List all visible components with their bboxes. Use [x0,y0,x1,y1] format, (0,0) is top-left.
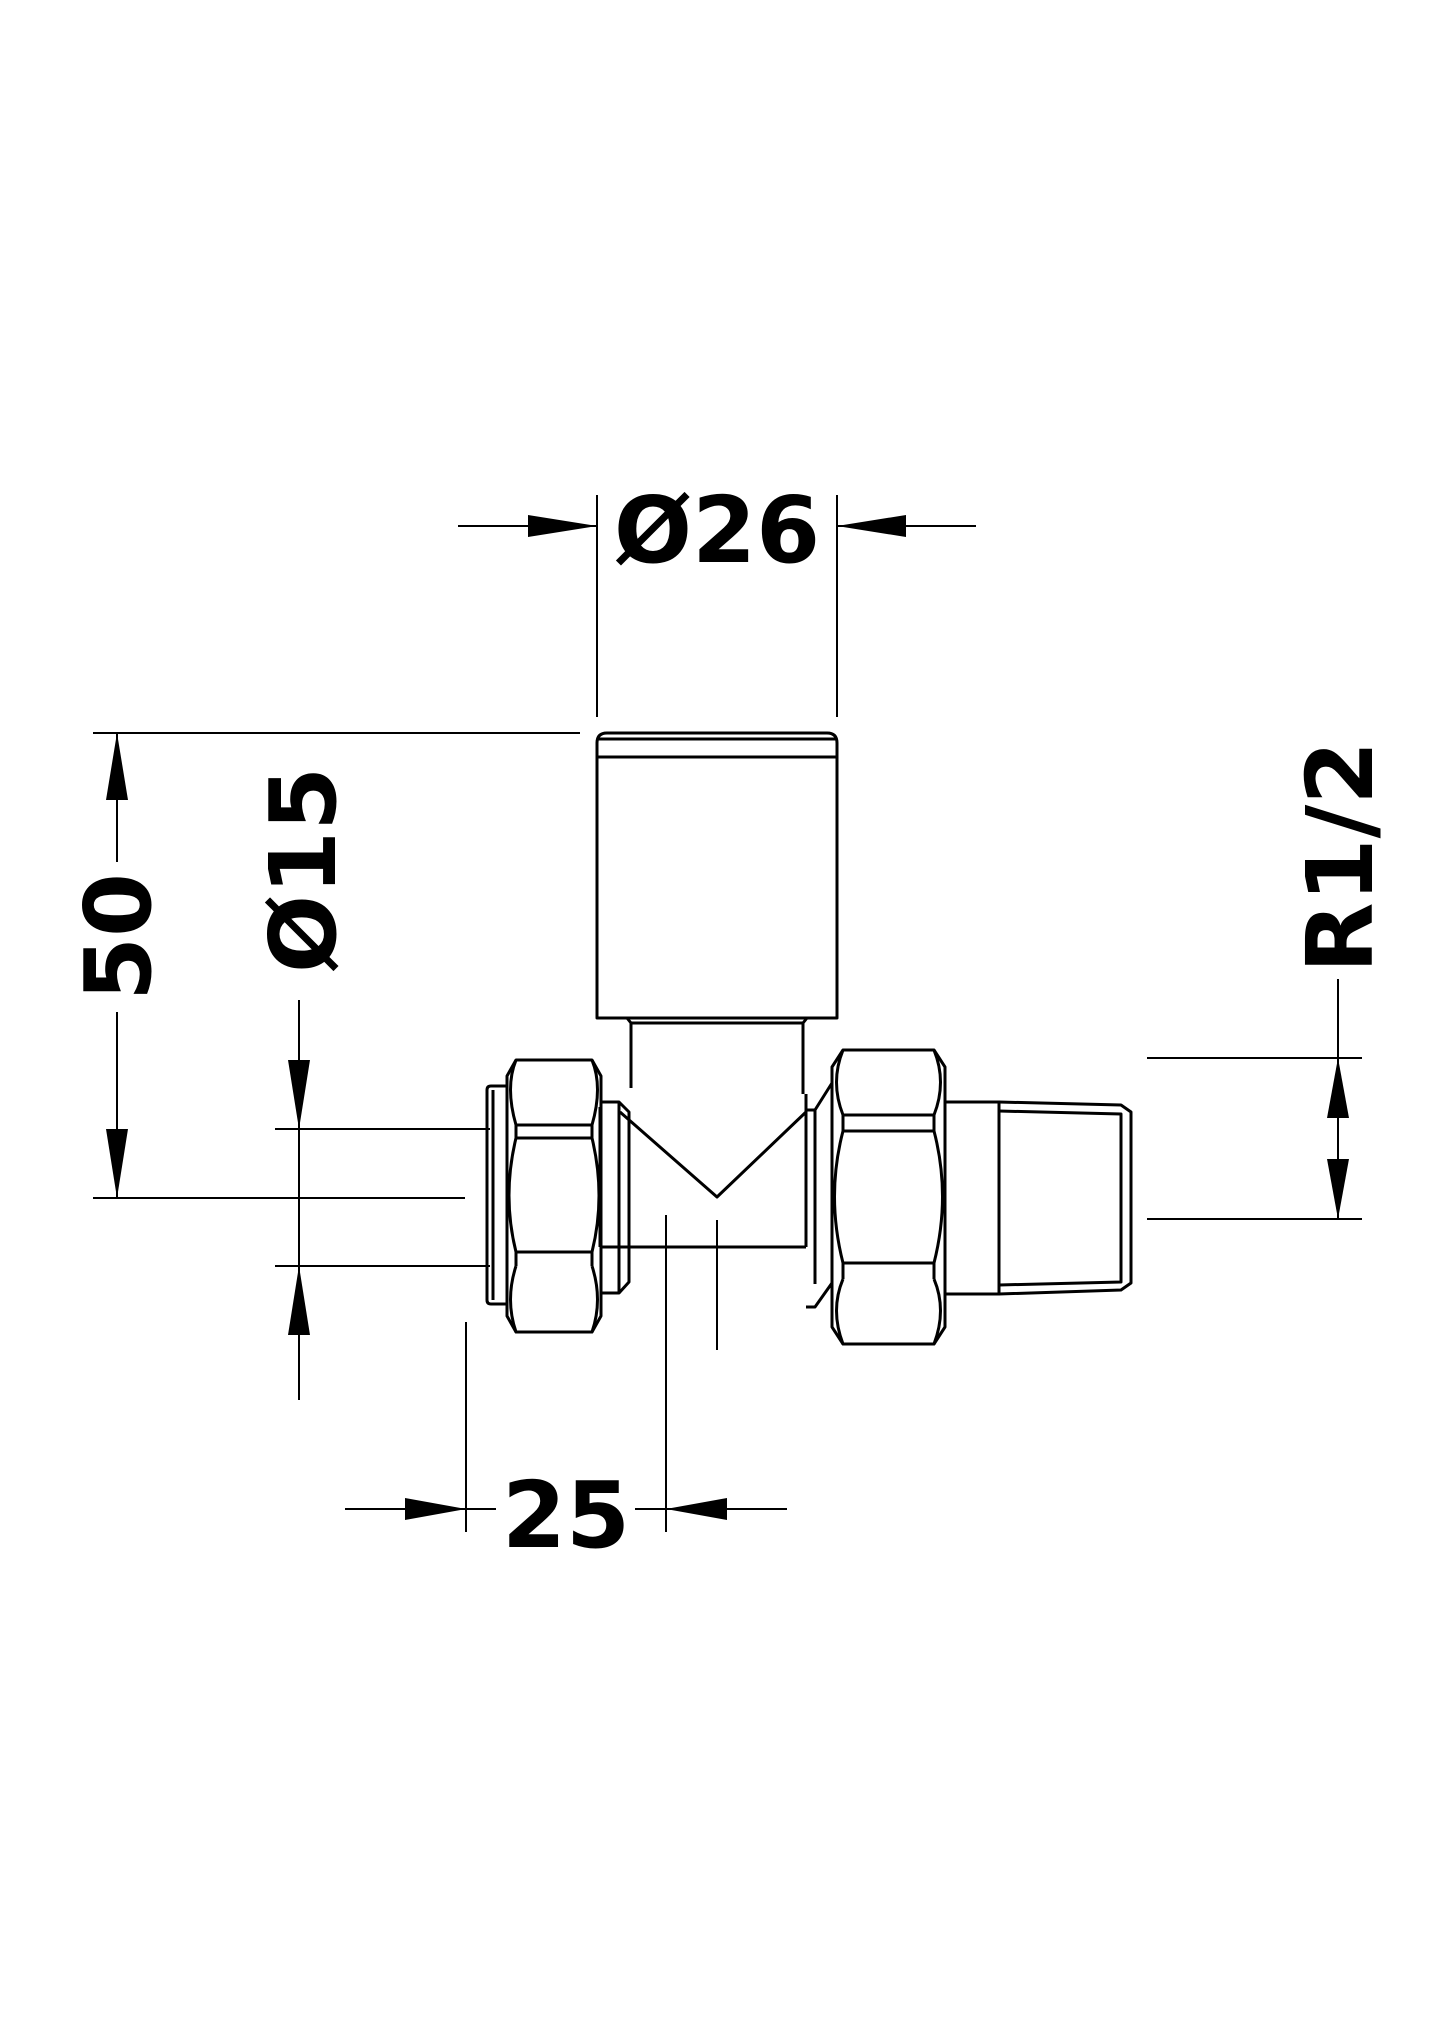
dimension-thread-size: R1/2 [1147,741,1394,1220]
threaded-tail [945,1100,1133,1296]
arrow-icon [837,515,906,537]
arrow-icon [106,1129,128,1198]
arrow-icon [1327,1058,1349,1118]
dimension-label-thread-size: R1/2 [1287,741,1394,973]
dimension-label-body-offset: 25 [502,1462,630,1569]
arrow-icon [405,1498,466,1520]
dimension-handle-diameter: Ø26 [458,477,976,717]
dimension-label-overall-height: 50 [65,873,172,1001]
arrow-icon [106,733,128,800]
dimension-label-handle-diameter: Ø26 [614,477,820,584]
compression-nut-left [485,1058,631,1334]
arrow-icon [288,1266,310,1335]
arrow-icon [528,515,597,537]
valve-stem [625,1017,809,1094]
arrow-icon [288,1060,310,1129]
union-nut-right [806,1048,947,1346]
arrow-icon [666,1498,727,1520]
dimension-body-offset: 25 [345,1215,787,1569]
dimension-label-pipe-diameter: Ø15 [250,767,357,973]
dimension-pipe-diameter: Ø15 [250,767,490,1400]
arrow-icon [1327,1159,1349,1219]
valve-body [598,1094,808,1350]
dimension-overall-height: 50 [65,732,580,1199]
valve-handle-cap [595,731,839,1020]
